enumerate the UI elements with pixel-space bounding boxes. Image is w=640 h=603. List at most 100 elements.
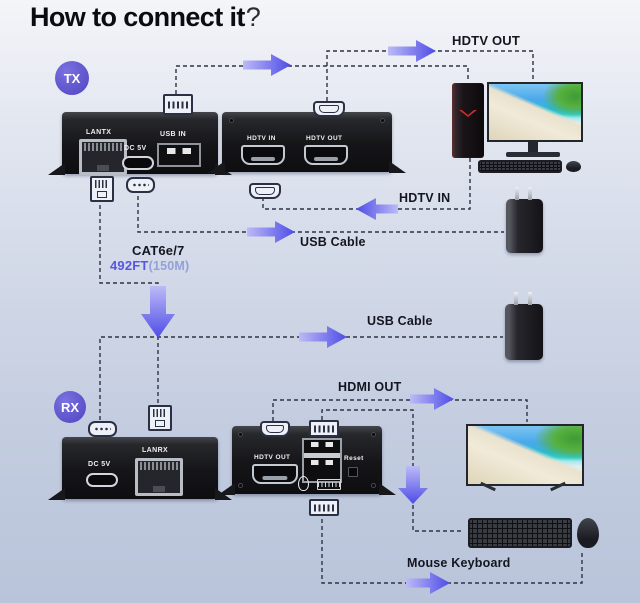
usb-contacts: [311, 460, 333, 465]
tx-badge-label: TX: [63, 70, 81, 86]
usb-contacts: [167, 148, 191, 154]
hdtv-in-label: HDTV IN: [399, 191, 451, 205]
cat6-distance-meters: (150M): [148, 259, 190, 273]
hdmi-plug-slot: [255, 187, 275, 195]
rx-dc5v-label: DC 5V: [88, 461, 111, 468]
screw: [229, 118, 234, 123]
usb-cable-bottom-label: USB Cable: [367, 314, 433, 328]
pc-mouse: [566, 161, 581, 172]
page-title: How to connect it?: [30, 2, 261, 33]
mouse-icon: [298, 476, 309, 491]
mouse: [577, 518, 599, 548]
mount-flange: [389, 161, 406, 173]
usbc-plug-dots: [132, 183, 149, 187]
rx-hdtv-out-port: [252, 464, 298, 484]
tx-unit-front: HDTV IN HDTV OUT: [208, 112, 406, 173]
tx-badge: TX: [55, 61, 89, 95]
power-adapter-bottom: [505, 292, 543, 360]
hdtv-out-top-label: HDTV OUT: [452, 33, 521, 48]
adapter-prong: [515, 187, 519, 200]
tx-usbc-power-port: [122, 156, 154, 170]
mount-flange: [48, 163, 65, 175]
hdmi-contact-strip: [314, 157, 338, 161]
lanrx-port-label: LANRX: [142, 447, 169, 454]
usb-divider: [304, 453, 340, 458]
hdtv-in-port-label: HDTV IN: [247, 135, 276, 142]
rx-badge: RX: [54, 391, 86, 423]
arrow-icon-usb-cable-bottom: [299, 326, 347, 348]
usbc-plug-icon: [126, 177, 155, 193]
keyboard: [468, 518, 572, 548]
rj45-plug-pins: [153, 409, 167, 417]
rj45-plug-tab: [97, 191, 107, 198]
hdmi-contact-strip: [262, 476, 288, 480]
lantx-rj45-port: [79, 139, 127, 175]
wire-hdmi-out-tv: [272, 399, 528, 422]
rj45-plug-icon: [148, 405, 172, 431]
usbc-plug-dots: [94, 427, 111, 431]
usbc-plug-icon: [88, 421, 117, 437]
hdmi-plug-icon: [260, 421, 290, 437]
hdmi-plug-icon: [313, 101, 345, 117]
page-title-text: How to connect it: [30, 2, 245, 32]
rj45-plug-pins: [95, 180, 109, 188]
usb-plug-teeth: [168, 101, 188, 108]
cat6-distance-feet: 492FT: [110, 258, 149, 273]
arrow-icon-usb-down: [398, 466, 428, 504]
hdtv-in-port: [241, 145, 285, 165]
monitor-stand: [528, 140, 538, 152]
arrow-icon-cat-down: [141, 286, 175, 338]
hdmi-out-label: HDMI OUT: [338, 380, 402, 394]
rx-usb-ports: [302, 438, 342, 483]
lanrx-rj45-port: [135, 458, 183, 496]
usb-contacts: [311, 442, 333, 447]
reset-label: Reset: [344, 455, 364, 462]
monitor-base: [506, 152, 560, 157]
usb-port-top: [304, 440, 340, 453]
adapter-prong: [528, 292, 532, 305]
arrow-icon-usb-top: [243, 54, 291, 76]
adapter-prong: [528, 187, 532, 200]
keyboard-icon: [317, 479, 341, 490]
usb-plug-icon: [163, 94, 193, 115]
tx-unit-rear: LANTX DC 5V USB IN: [48, 112, 232, 175]
pc-tower: [452, 83, 484, 158]
power-adapter-top: [506, 187, 543, 253]
usb-plug-teeth: [314, 425, 334, 432]
rj45-opening: [82, 142, 124, 172]
arrow-icon-mouse-keyboard: [406, 572, 450, 594]
hdmi-plug-slot: [266, 425, 284, 433]
arrow-icon-hdtv-out: [388, 40, 436, 62]
rx-badge-label: RX: [60, 399, 80, 415]
pc-keyboard: [478, 160, 562, 173]
lantx-port-label: LANTX: [86, 129, 112, 136]
wire-cat6: [99, 198, 159, 404]
wire-usb-pc: [175, 65, 469, 94]
usb-in-label: USB IN: [160, 131, 187, 138]
page-title-question-mark: ?: [245, 2, 261, 32]
hdtv-out-port: [304, 145, 348, 165]
hdmi-contact-strip: [251, 157, 275, 161]
rx-unit-rear: DC 5V LANRX: [48, 437, 232, 500]
mount-flange: [218, 483, 235, 495]
cat6-label: CAT6e/7: [132, 243, 185, 258]
rx-usbc-power-port: [86, 473, 118, 487]
tx-dc5v-label: DC 5V: [124, 145, 147, 152]
arrow-icon-hdtv-in: [356, 198, 398, 220]
screw: [238, 483, 243, 488]
adapter-prong: [514, 292, 518, 305]
arrow-icon-usb-cable-top: [247, 221, 295, 243]
arrow-icon-hdmi-out: [410, 388, 454, 410]
rx-unit-front: HDTV OUT Reset: [218, 426, 396, 495]
reset-button: [348, 467, 358, 477]
tv: [466, 424, 584, 486]
screw: [380, 118, 385, 123]
usb-cable-top-label: USB Cable: [300, 235, 366, 249]
hdmi-plug-slot: [319, 105, 339, 113]
usb-plug-teeth: [314, 504, 334, 511]
screw: [238, 432, 243, 437]
rj45-plug-tab: [155, 420, 165, 427]
rj45-plug-icon: [90, 176, 114, 202]
usb-plug-icon: [309, 420, 339, 437]
